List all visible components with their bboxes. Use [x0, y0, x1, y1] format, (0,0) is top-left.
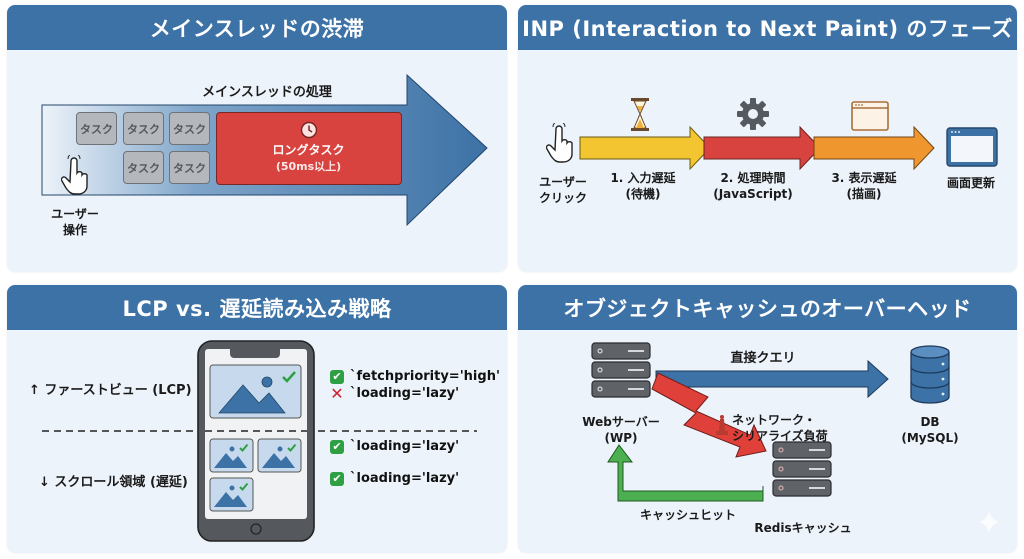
screen-update-icon	[946, 127, 998, 167]
panel-lcp: LCP vs. 遅延読み込み戦略	[7, 285, 507, 553]
cross-icon: ✕	[330, 383, 344, 403]
phase-sub-3: (描画)	[846, 187, 882, 201]
panel-inp: INP (Interaction to Next Paint) のフェーズ ユー…	[518, 5, 1017, 272]
browser-window-icon	[851, 101, 889, 131]
lazy-image-icon	[257, 438, 302, 473]
db-label-2: (MySQL)	[901, 431, 959, 445]
phase-sub-1: (待機)	[625, 187, 661, 201]
redis-server-icon	[772, 441, 832, 497]
rule-text: `loading='lazy'	[350, 386, 460, 401]
rule-no-lazy: ✕ `loading='lazy'	[330, 383, 460, 403]
check-icon: ✔	[330, 439, 344, 454]
phase-label-3: 3. 表示遅延	[831, 171, 897, 185]
main-thread-label: メインスレッドの処理	[202, 85, 332, 100]
sparkle-icon	[979, 510, 999, 534]
panel-object-cache: オブジェクトキャッシュのオーバーヘッド	[518, 285, 1017, 553]
check-icon: ✔	[330, 369, 344, 384]
start-label-1: ユーザー	[539, 175, 587, 189]
web-server-icon	[591, 342, 651, 398]
overhead-label-2: シリアライズ負荷	[732, 429, 828, 443]
panel-title: メインスレッドの渋滞	[7, 5, 507, 50]
panel-title: オブジェクトキャッシュのオーバーヘッド	[518, 285, 1017, 330]
overhead-arrow	[651, 372, 767, 458]
hand-pointer-icon	[546, 123, 573, 163]
user-action-label-1: ユーザー	[51, 207, 99, 221]
rule-lazy: ✔ `loading='lazy'	[330, 439, 459, 454]
cache-hit-label: キャッシュヒット	[639, 508, 736, 522]
lazy-image-icon	[209, 438, 254, 473]
web-server-label-1: Webサーバー	[582, 415, 660, 429]
long-task-block: ロングタスク (50ms以上)	[216, 112, 402, 185]
task-block: タスク	[76, 112, 117, 145]
below-fold-label: ↓ スクロール領域 (遅延)	[39, 475, 188, 490]
rule-text: `loading='lazy'	[350, 471, 460, 486]
cache-hit-arrow	[607, 444, 764, 502]
task-block: タスク	[169, 112, 210, 145]
panel-title: LCP vs. 遅延読み込み戦略	[7, 285, 507, 330]
rule-fetchpriority: ✔ `fetchpriority='high'	[330, 369, 500, 384]
user-action-label-2: 操作	[62, 223, 87, 237]
phase-arrow-presentation	[813, 125, 935, 171]
long-task-sub: (50ms以上)	[275, 160, 342, 173]
phase-sub-2: (JavaScript)	[713, 187, 793, 201]
panel-main-thread: メインスレッドの渋滞 メインスレッドの処理 タスク タスク タスク タスク タス…	[7, 5, 507, 272]
rule-lazy: ✔ `loading='lazy'	[330, 471, 459, 486]
task-block: タスク	[123, 151, 164, 184]
direct-query-label: 直接クエリ	[730, 351, 796, 366]
rule-text: `fetchpriority='high'	[350, 369, 500, 384]
above-fold-label: ↑ ファーストビュー (LCP)	[29, 383, 192, 398]
redis-label: Redisキャッシュ	[754, 521, 852, 535]
long-task-label: ロングタスク	[272, 143, 345, 157]
hand-pointer-icon	[61, 155, 88, 195]
lazy-image-icon	[209, 477, 254, 512]
hero-image-icon	[209, 364, 302, 419]
hourglass-icon	[631, 98, 649, 131]
start-label-2: クリック	[538, 191, 587, 205]
load-weight-icon	[716, 415, 728, 435]
task-block: タスク	[123, 112, 164, 145]
panel-title: INP (Interaction to Next Paint) のフェーズ	[518, 5, 1017, 50]
phase-arrow-input-delay	[579, 125, 711, 171]
end-label: 画面更新	[946, 176, 995, 190]
database-icon	[910, 345, 950, 404]
overhead-label-1: ネットワーク・	[732, 413, 816, 427]
direct-query-arrow	[655, 359, 889, 399]
phase-arrow-processing	[703, 125, 821, 171]
phase-label-2: 2. 処理時間	[720, 171, 786, 185]
rule-text: `loading='lazy'	[350, 439, 460, 454]
clock-icon	[300, 121, 318, 139]
db-label-1: DB	[920, 415, 940, 429]
web-server-label-2: (WP)	[604, 431, 638, 445]
task-block: タスク	[169, 151, 210, 184]
phone-mockup	[42, 340, 477, 542]
check-icon: ✔	[330, 471, 344, 486]
cache-diagram	[591, 342, 999, 534]
phase-label-1: 1. 入力遅延	[610, 171, 676, 185]
inp-phase-arrows	[579, 125, 935, 171]
gear-icon	[737, 98, 769, 130]
